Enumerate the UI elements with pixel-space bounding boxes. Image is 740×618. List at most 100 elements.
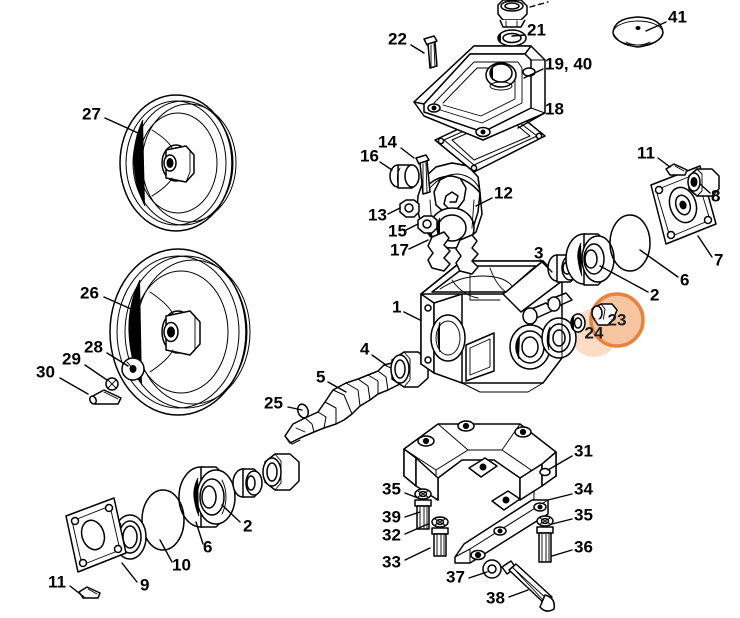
- leader-line-34: [547, 493, 573, 501]
- leader-line-35: [551, 518, 573, 525]
- leader-line-36: [551, 549, 573, 557]
- part-15-nut: [417, 215, 438, 234]
- part-14-bolt: [415, 154, 431, 195]
- leader-line-2: [599, 265, 649, 293]
- leader-line-1940: [523, 68, 544, 79]
- part-28-washer: [121, 357, 145, 381]
- part-26-pulley-large: [109, 248, 251, 416]
- part-37-washer: [482, 559, 502, 579]
- callout-c30: 30: [36, 362, 55, 381]
- part-35-washer-left: [414, 488, 432, 500]
- callout-c3: 3: [534, 243, 543, 262]
- leader-line-11: [69, 585, 85, 598]
- leader-line-8: [699, 183, 711, 194]
- part-27-pulley-small: [119, 94, 237, 232]
- callout-c37: 37: [446, 567, 465, 586]
- part-19-40-cover-plate: [413, 45, 546, 141]
- callout-c21: 21: [527, 20, 546, 39]
- callout-c6a: 6: [680, 270, 689, 289]
- leader-line-29: [84, 364, 108, 381]
- callout-c35b: 35: [574, 505, 593, 524]
- leader-line-15: [405, 223, 419, 231]
- part-38-long-bolt: [501, 560, 556, 612]
- leader-line-13: [387, 207, 401, 215]
- part-1-crankcase-housing: [420, 260, 577, 393]
- callout-c41: 41: [668, 7, 687, 26]
- callout-c26: 26: [80, 283, 99, 302]
- leader-line-10: [159, 539, 173, 563]
- leader-line-5: [327, 381, 347, 393]
- part-6-oring-right: [609, 214, 651, 272]
- part-4-nut: [390, 351, 429, 388]
- leader-line-6: [195, 521, 204, 545]
- callout-c2a: 2: [650, 285, 659, 304]
- part-41-cap: [612, 16, 664, 48]
- leader-line-14: [400, 147, 415, 159]
- leader-line-30: [59, 377, 89, 395]
- callout-c6b: 6: [203, 537, 212, 556]
- part-31-mounting-bracket: [403, 420, 557, 511]
- part-24-highlighted-small: [570, 313, 586, 333]
- part-34-cross-bar: [454, 499, 549, 564]
- part-22-screw: [423, 35, 438, 69]
- callout-c18: 18: [545, 99, 564, 118]
- part-9-flange-plate-left: [65, 497, 127, 573]
- callout-c14: 14: [378, 132, 397, 151]
- callout-c39: 39: [382, 507, 401, 526]
- leader-line-37: [468, 571, 488, 579]
- leader-line-32: [404, 523, 429, 535]
- callout-c32: 32: [382, 525, 401, 544]
- callout-c2b: 2: [243, 516, 252, 535]
- leader-line-9: [121, 562, 138, 583]
- callout-c15: 15: [388, 221, 407, 240]
- part-13-nut: [399, 199, 420, 218]
- callout-c16: 16: [360, 146, 379, 165]
- part-36-bolt-right: [536, 526, 554, 563]
- part-30-screw: [89, 389, 122, 405]
- callout-c13: 13: [368, 205, 387, 224]
- part-39-bolt-left: [414, 499, 432, 530]
- callout-c10: 10: [172, 555, 191, 574]
- leader-line-28: [106, 352, 129, 367]
- callout-c31: 31: [574, 441, 593, 460]
- callout-c7: 7: [714, 250, 723, 269]
- leader-line-6: [639, 249, 679, 278]
- leader-line-38: [508, 589, 529, 598]
- callout-c28: 28: [84, 337, 103, 356]
- callout-c8: 8: [711, 186, 720, 205]
- callout-c1940: 19, 40: [545, 54, 592, 73]
- part-32-washer-left: [431, 516, 449, 528]
- part-23-highlighted-small: [591, 303, 618, 326]
- leader-line-22: [410, 44, 425, 54]
- leader-line-31: [547, 455, 573, 471]
- part-8-plug: [687, 168, 720, 197]
- part-21-sealing-ring: [497, 29, 527, 47]
- callout-c35a: 35: [382, 479, 401, 498]
- leader-line-41: [645, 21, 667, 32]
- leader-line-12: [475, 197, 493, 207]
- leader-line-16: [379, 161, 393, 171]
- leader-line-2: [221, 504, 241, 523]
- part-35-washer-right: [536, 515, 554, 527]
- callout-c12: 12: [494, 183, 513, 202]
- highlight-label-23: 23: [608, 310, 627, 329]
- callout-c36: 36: [574, 537, 593, 556]
- part-spacer-lower-left: [232, 468, 263, 498]
- leader-line-35: [404, 492, 419, 499]
- part-2-bearing-lower-left: [178, 466, 236, 528]
- callout-c11a: 11: [637, 143, 655, 162]
- leader-line-1: [403, 311, 421, 321]
- callout-c38: 38: [486, 588, 505, 607]
- part-20-plug-top: [497, 0, 549, 28]
- callout-c1: 1: [392, 297, 401, 316]
- leader-line-4: [371, 354, 387, 366]
- callout-c5: 5: [316, 367, 325, 386]
- leader-line-21: [511, 34, 526, 37]
- part-11-screw-right: [665, 163, 688, 176]
- callout-c22: 22: [388, 29, 407, 48]
- leader-line-11: [657, 157, 671, 168]
- callout-c4: 4: [360, 339, 370, 358]
- leader-line-27: [104, 117, 139, 134]
- part-2-bearing-right: [565, 233, 615, 286]
